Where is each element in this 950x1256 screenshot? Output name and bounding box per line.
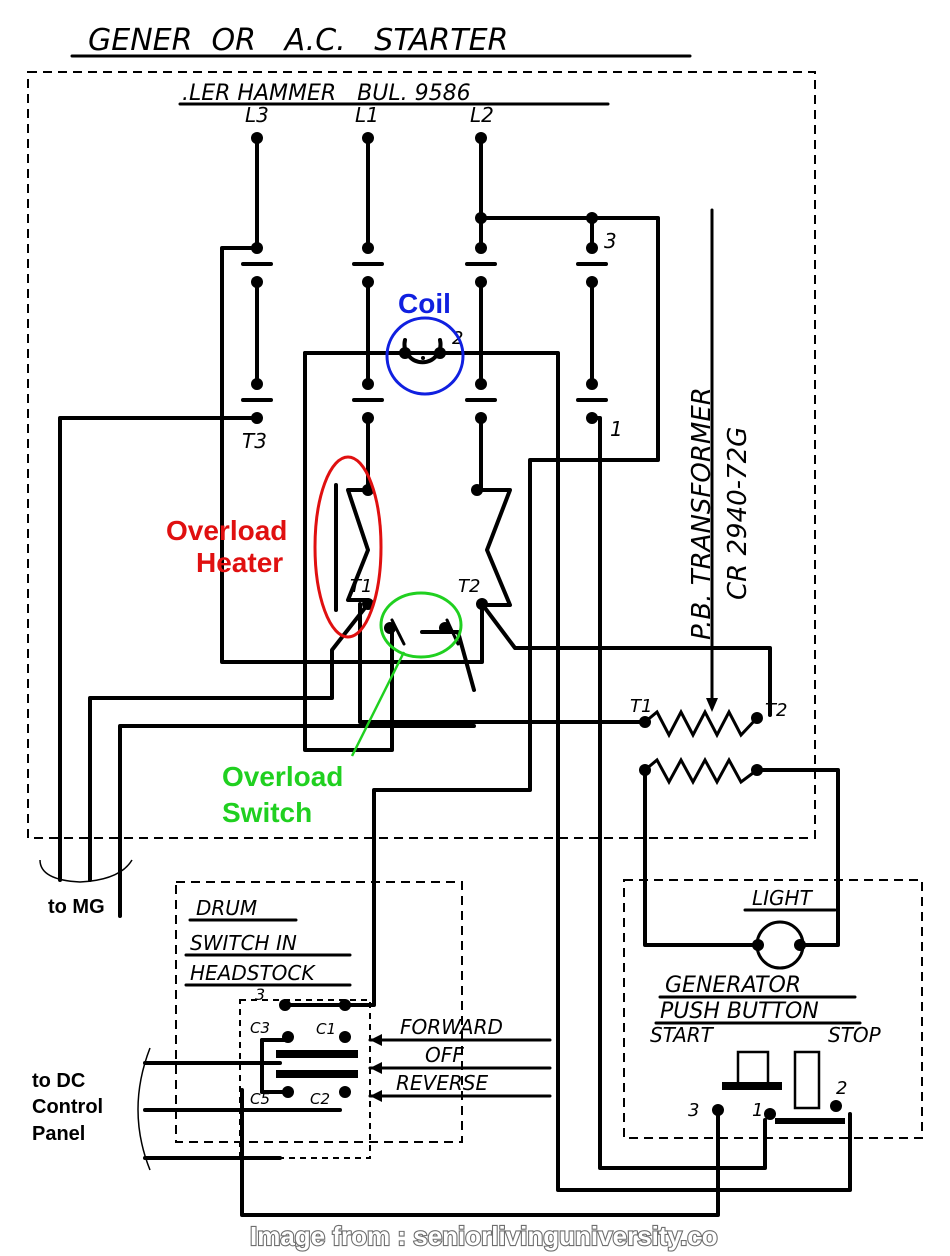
starter-enclosure (27, 71, 816, 839)
drum-switch (239, 999, 371, 1159)
to-mg-label: to MG (48, 896, 105, 918)
pushbutton-stop-label: STOP (828, 1023, 882, 1047)
drum-position-arrows (368, 1034, 552, 1102)
light-label: LIGHT (752, 886, 814, 910)
pushbutton-terminal-3 (712, 1104, 724, 1116)
aux-terminal-1-label: 1 (610, 417, 623, 441)
start-button[interactable] (722, 1050, 782, 1090)
drum-position-off: OFF (425, 1043, 464, 1067)
coil-annotation: Coil (398, 288, 451, 319)
pb-transformer (639, 208, 763, 786)
pushbutton-terminal-2-label: 2 (836, 1078, 847, 1099)
maker-label: .LER HAMMER BUL. 9586 (182, 81, 471, 106)
transformer-label-line1: P.B. TRANSFORMER (687, 387, 717, 640)
drum-label-line2: SWITCH IN (190, 931, 297, 955)
drum-position-reverse: REVERSE (396, 1071, 488, 1095)
to-dc-label-line1: to DC (32, 1070, 85, 1092)
pushbutton-terminal-1 (764, 1108, 776, 1120)
heater-t2-label: T2 (458, 576, 480, 597)
pilot-light (752, 920, 806, 970)
pushbutton-start-label: START (650, 1023, 715, 1047)
to-mg-cable-bracket (39, 859, 133, 883)
drum-terminal-c3-label: C3 (250, 1019, 270, 1037)
drum-terminal-c5-label: C5 (250, 1090, 270, 1108)
drum-terminal-c1-label: C1 (316, 1020, 336, 1038)
drum-label-line3: HEADSTOCK (190, 961, 316, 985)
pushbutton-terminal-1-label: 1 (752, 1100, 763, 1121)
transformer-t2-label: T2 (765, 700, 787, 721)
terminal-l1-label: L1 (355, 103, 379, 127)
switch-highlight-ellipse (379, 591, 463, 659)
drum-terminal-3-label: 3 (255, 985, 265, 1004)
drum-label-line1: DRUM (196, 896, 257, 920)
to-dc-label-line2: Control (32, 1096, 103, 1118)
image-source-caption: Image from : seniorlivinguniversity.co (250, 1221, 718, 1251)
heater-annotation-line1: Overload (166, 515, 287, 546)
heater-highlight-ellipse (313, 455, 383, 639)
pushbutton-title-line1: GENERATOR (665, 973, 801, 998)
contactor-main-poles (241, 132, 608, 496)
terminal-t3-label: T3 (242, 429, 267, 453)
transformer-t1-label: T1 (630, 696, 652, 717)
terminal-l2-label: L2 (470, 103, 494, 127)
switch-annotation-line1: Overload (222, 761, 343, 792)
terminal-l3-label: L3 (245, 103, 269, 127)
pushbutton-terminal-2 (830, 1100, 842, 1112)
transformer-label-line2: CR 2940-72G (723, 427, 753, 600)
switch-leader-line (350, 651, 406, 757)
pushbutton-title-line2: PUSH BUTTON (660, 999, 819, 1024)
drum-position-forward: FORWARD (400, 1015, 503, 1039)
coil-highlight-circle (385, 316, 465, 396)
to-dc-label-line3: Panel (32, 1123, 85, 1145)
pushbutton-terminal-3-label: 3 (688, 1100, 699, 1121)
overload-heaters (334, 483, 512, 612)
drum-switch-enclosure (175, 881, 463, 1143)
stop-button[interactable] (775, 1050, 845, 1124)
pushbutton-enclosure (623, 879, 923, 1139)
wiring (58, 216, 852, 1217)
aux-terminal-3-label: 3 (604, 229, 617, 253)
switch-annotation-line2: Switch (222, 797, 312, 828)
diagram-title: GENER OR A.C. STARTER (88, 23, 508, 58)
heater-annotation-line2: Heater (196, 547, 283, 578)
heater-t1-label: T1 (350, 576, 372, 597)
drum-terminal-c2-label: C2 (310, 1090, 330, 1108)
coil (399, 338, 446, 365)
